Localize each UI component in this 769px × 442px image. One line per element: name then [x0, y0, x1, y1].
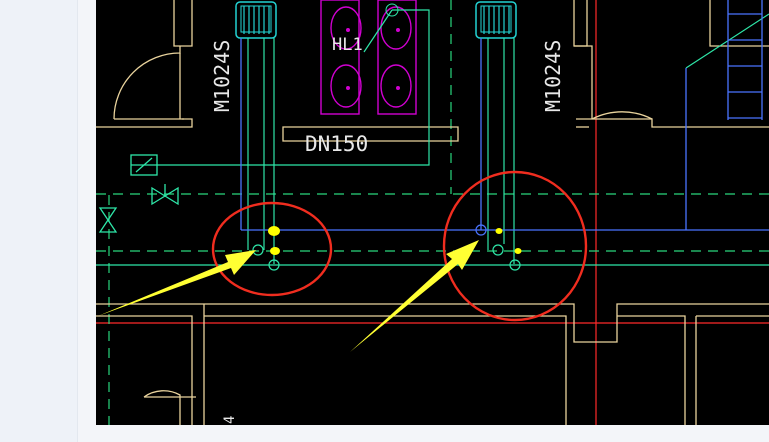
sanitary-fixtures [320, 0, 417, 115]
blue-pipes [240, 0, 769, 231]
cad-drawing: M1024S M1024S HL1 DN150 4 [96, 0, 769, 425]
riser-marker [385, 3, 399, 17]
fan-unit-left [235, 1, 277, 39]
pipe-endpoints [252, 224, 522, 271]
pipe-size-label: DN150 [305, 132, 368, 156]
dashed-boundary-lines [96, 0, 769, 425]
door-label-right: M1024S [541, 40, 565, 112]
fan-unit-right [475, 1, 517, 39]
small-digit-label: 4 [222, 416, 238, 424]
door-label-left: M1024S [210, 40, 234, 112]
red-grid-lines [96, 0, 769, 425]
hl-label: HL1 [332, 35, 363, 55]
green-pipes [96, 9, 769, 266]
annotation-circles [211, 170, 588, 322]
cad-drawing-canvas[interactable]: M1024S M1024S HL1 DN150 4 [96, 0, 769, 425]
left-panel [0, 0, 78, 442]
annotation-arrows [98, 240, 479, 352]
valves [98, 154, 179, 233]
fixture-drains [346, 28, 400, 90]
walls [96, 0, 769, 425]
